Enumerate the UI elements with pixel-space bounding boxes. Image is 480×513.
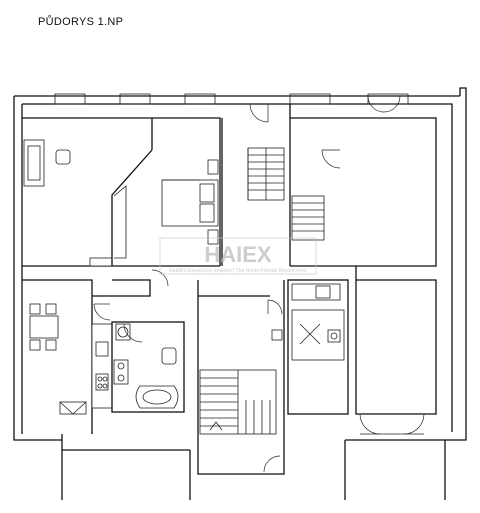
right-upper-room xyxy=(290,95,437,267)
hallway xyxy=(92,269,169,321)
door-swing xyxy=(249,103,269,123)
door-swing xyxy=(321,149,341,169)
watermark: HAIEX Realitní doporučení projektu | The… xyxy=(159,237,317,275)
staircase-upper xyxy=(247,147,285,201)
radiator xyxy=(89,257,113,267)
boiler xyxy=(327,329,341,343)
dining-table xyxy=(29,303,59,351)
door-swing xyxy=(123,323,143,343)
bathtub xyxy=(135,385,179,409)
balcony-door-swing xyxy=(367,95,385,113)
toilet xyxy=(161,347,177,365)
boiler-area xyxy=(291,309,345,361)
right-lower-room xyxy=(355,266,437,435)
entry-door-swing xyxy=(263,455,281,473)
living-room xyxy=(22,117,153,267)
outer-walls xyxy=(13,87,467,500)
bedroom xyxy=(111,117,221,267)
staircase-small xyxy=(291,195,325,241)
coffee-table xyxy=(55,149,71,165)
door-swing xyxy=(93,303,111,321)
plan-title: PŮDORYS 1.NP xyxy=(38,16,124,28)
bathroom xyxy=(111,321,185,413)
stair-room-upper xyxy=(221,103,291,266)
nightstand xyxy=(207,229,219,245)
nightstand xyxy=(207,159,219,175)
garden-door-swing xyxy=(359,413,381,435)
kitchen-window-unit xyxy=(59,401,87,415)
wall-niche xyxy=(271,329,283,341)
staircase-lower xyxy=(199,369,277,435)
kitchen xyxy=(22,279,113,434)
door-swing xyxy=(267,299,283,315)
stove xyxy=(95,373,109,391)
utility-room xyxy=(287,279,349,415)
kitchen-counter xyxy=(91,323,113,409)
stair-room-lower xyxy=(197,280,285,475)
door-swing xyxy=(151,269,169,287)
watermark-tagline: Realitní doporučení projektu | The Home … xyxy=(169,268,307,274)
watermark-logo: HAIEX xyxy=(204,242,272,267)
sink xyxy=(95,341,109,357)
shower xyxy=(113,359,129,385)
